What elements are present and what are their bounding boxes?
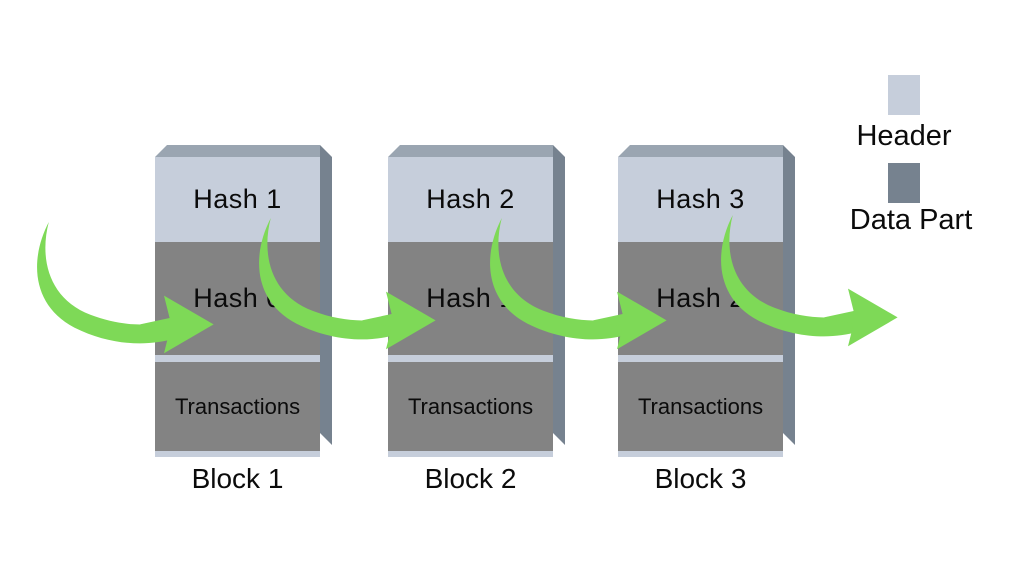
legend-label-data-part: Data Part [849, 204, 973, 236]
block-1-side-face [320, 145, 332, 445]
block-1-header-band: Hash 1 [155, 157, 320, 242]
block-2-data-hash-label: Hash 1 [426, 283, 515, 313]
legend-swatch-data-part [888, 163, 920, 203]
block-3: Hash 3 Hash 2 Transactions Block 3 [618, 145, 783, 494]
block-2: Hash 2 Hash 1 Transactions Block 2 [388, 145, 553, 494]
block-3-bottom-strip [618, 451, 783, 457]
block-1-header-hash-label: Hash 1 [193, 184, 282, 214]
block-3-front-face: Hash 3 Hash 2 Transactions [618, 157, 783, 457]
block-2-header-band: Hash 2 [388, 157, 553, 242]
legend-label-header: Header [856, 120, 952, 152]
block-1-bottom-strip [155, 451, 320, 457]
block-1-top-face [155, 145, 320, 157]
block-1-data-hash-label: Hash 0 [193, 283, 282, 313]
block-3-label: Block 3 [654, 463, 747, 494]
block-1-divider [155, 355, 320, 362]
block-3-header-band: Hash 3 [618, 157, 783, 242]
block-3-side-face [783, 145, 795, 445]
block-1-transactions-band: Transactions [155, 362, 320, 451]
block-2-front-face: Hash 2 Hash 1 Transactions [388, 157, 553, 457]
block-2-header-hash-label: Hash 2 [426, 184, 515, 214]
block-2-divider [388, 355, 553, 362]
legend-swatch-header [888, 75, 920, 115]
block-3-transactions-band: Transactions [618, 362, 783, 451]
block-2-transactions-label: Transactions [407, 393, 534, 419]
block-1: Hash 1 Hash 0 Transactions Block 1 [155, 145, 320, 494]
block-3-divider [618, 355, 783, 362]
block-3-transactions-label: Transactions [637, 393, 764, 419]
block-2-top-face [388, 145, 553, 157]
block-3-top-face [618, 145, 783, 157]
block-2-label: Block 2 [424, 463, 517, 494]
block-2-bottom-strip [388, 451, 553, 457]
block-3-header-hash-label: Hash 3 [656, 184, 745, 214]
block-1-front-face: Hash 1 Hash 0 Transactions [155, 157, 320, 457]
block-2-data-band: Hash 1 [388, 242, 553, 355]
block-3-data-hash-label: Hash 2 [656, 283, 745, 313]
block-1-data-band: Hash 0 [155, 242, 320, 355]
block-3-data-band: Hash 2 [618, 242, 783, 355]
block-2-transactions-band: Transactions [388, 362, 553, 451]
block-1-label: Block 1 [191, 463, 284, 494]
block-2-side-face [553, 145, 565, 445]
block-1-transactions-label: Transactions [174, 393, 301, 419]
